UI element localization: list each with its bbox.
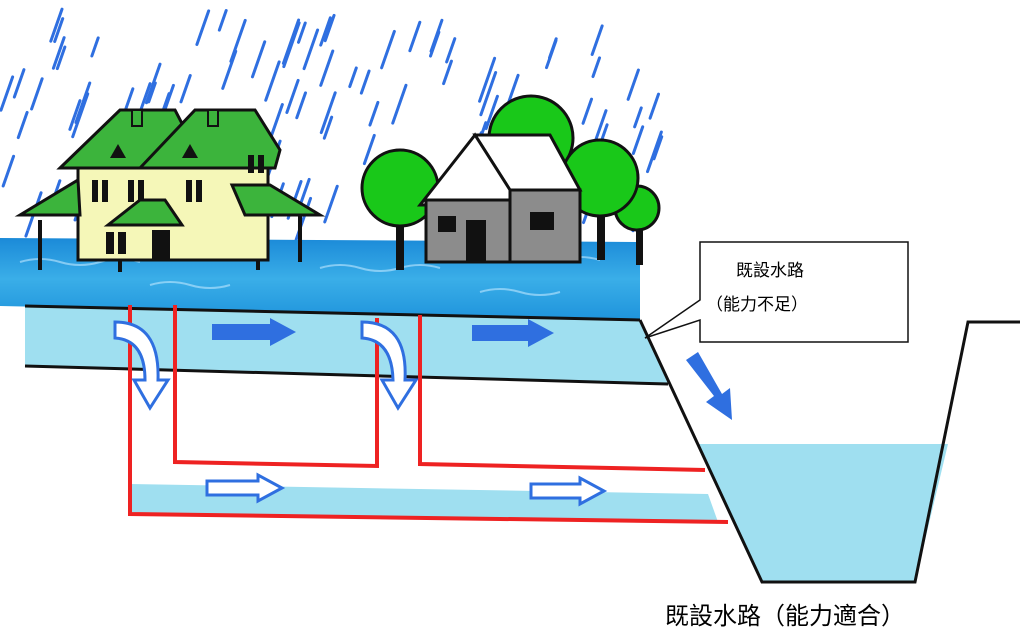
drainage-pipes — [128, 305, 729, 524]
raindrop — [319, 16, 332, 47]
raindrop — [478, 56, 497, 103]
raindrop — [391, 83, 408, 125]
raindrop — [323, 13, 336, 43]
raindrop — [648, 92, 661, 120]
raindrop — [445, 37, 457, 64]
raindrop — [652, 135, 664, 161]
raindrop — [302, 28, 320, 71]
raindrop — [297, 21, 307, 44]
raindrop — [581, 97, 594, 125]
raindrop — [145, 62, 162, 105]
raindrop — [16, 110, 29, 140]
raindrop — [380, 29, 396, 70]
raindrop — [590, 24, 604, 56]
sufficient-channel-label: 既設水路（能力適合） — [665, 602, 905, 630]
raindrop — [594, 109, 608, 142]
raindrop — [1, 154, 16, 188]
existing-channel-insufficient — [24, 304, 669, 386]
drain-inlet-arrows — [113, 320, 419, 411]
raindrop — [71, 92, 90, 139]
raindrop — [285, 78, 300, 114]
existing-channel-sufficient — [638, 319, 1020, 584]
raindrop — [626, 68, 640, 101]
channel-flow-arrows — [212, 318, 732, 420]
raindrop — [359, 69, 371, 95]
raindrop — [362, 133, 376, 166]
raindrop — [49, 7, 64, 43]
raindrop — [368, 100, 380, 127]
raindrop — [147, 81, 157, 104]
raindrop — [30, 77, 44, 111]
raindrop — [295, 91, 307, 120]
callout-box — [644, 241, 909, 343]
raindrop — [631, 125, 645, 156]
rain-streaks — [0, 7, 664, 241]
green-roof-house — [14, 108, 326, 272]
callout-label-insufficient: （能力不足） — [706, 295, 808, 315]
raindrop — [179, 74, 192, 104]
raindrop — [53, 17, 65, 44]
gray-house — [416, 132, 583, 264]
raindrop — [633, 106, 643, 129]
raindrop — [264, 60, 281, 102]
raindrop — [348, 66, 358, 89]
raindrop — [0, 75, 15, 112]
raindrop — [322, 115, 334, 140]
raindrop — [281, 18, 301, 65]
callout-label-channel: 既設水路 — [736, 261, 804, 281]
raindrop — [442, 59, 453, 86]
raindrop — [12, 68, 26, 99]
raindrop — [323, 184, 339, 224]
raindrop — [51, 36, 66, 70]
raindrop — [429, 30, 441, 58]
raindrop — [479, 71, 498, 117]
raindrop — [646, 130, 663, 174]
raindrop — [545, 39, 558, 70]
raindrop — [507, 73, 520, 104]
raindrop — [74, 81, 92, 125]
raindrop — [319, 91, 337, 135]
raindrop — [68, 99, 82, 131]
raindrop — [319, 49, 335, 87]
raindrop — [250, 40, 267, 79]
raindrop — [195, 9, 211, 47]
raindrop — [221, 49, 238, 90]
pipe-flow-arrows — [205, 472, 608, 507]
raindrop — [90, 36, 100, 58]
raindrop — [484, 94, 499, 131]
raindrop — [591, 56, 602, 79]
raindrop — [217, 9, 228, 32]
raindrop — [408, 20, 422, 53]
raindrop — [55, 45, 67, 71]
